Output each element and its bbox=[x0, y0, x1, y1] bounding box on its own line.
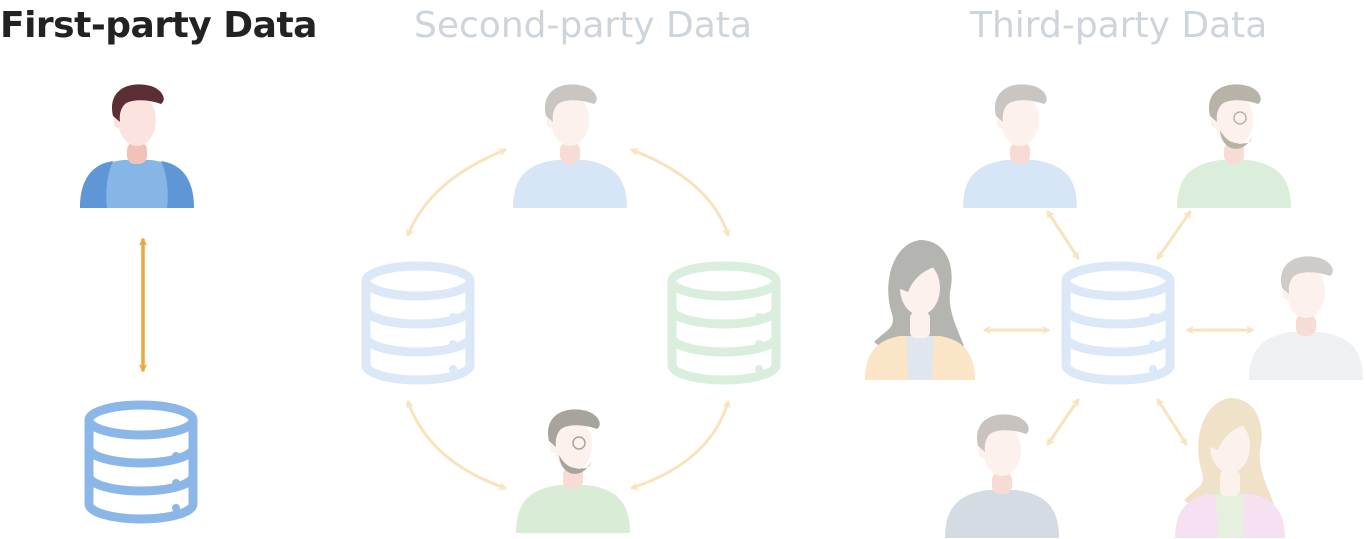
third-party-person-top-left-icon bbox=[963, 84, 1077, 208]
title-first-party: First-party Data bbox=[0, 5, 317, 46]
second-party-database-blue-icon bbox=[361, 261, 475, 385]
second-party-arrow-top-right bbox=[632, 150, 728, 235]
second-party-arrow-bottom-right bbox=[632, 402, 728, 488]
third-party-arrow-top-right bbox=[1156, 212, 1192, 258]
second-party-arrow-top-left bbox=[408, 150, 505, 235]
third-party-arrow-bottom-right bbox=[1156, 400, 1188, 444]
third-party-arrow-bottom-left bbox=[1046, 400, 1080, 444]
third-party-person-bottom-left-icon bbox=[945, 414, 1059, 538]
third-party-arrow-top-left bbox=[1046, 212, 1080, 258]
title-second-party: Second-party Data bbox=[414, 5, 753, 46]
first-party-person-icon bbox=[80, 84, 194, 208]
third-party-person-top-right-icon bbox=[1177, 84, 1291, 208]
third-party-person-right-icon bbox=[1249, 256, 1363, 380]
title-third-party: Third-party Data bbox=[970, 5, 1268, 46]
first-party-database-icon bbox=[84, 400, 198, 524]
third-party-database-icon bbox=[1061, 261, 1175, 385]
second-party-arrow-bottom-left bbox=[408, 402, 505, 488]
third-party-person-left-icon bbox=[865, 240, 975, 380]
third-party-person-bottom-right-icon bbox=[1175, 398, 1285, 538]
second-party-person-top-icon bbox=[513, 84, 627, 208]
second-party-person-bottom-icon bbox=[516, 409, 630, 533]
second-party-database-green-icon bbox=[667, 261, 781, 385]
